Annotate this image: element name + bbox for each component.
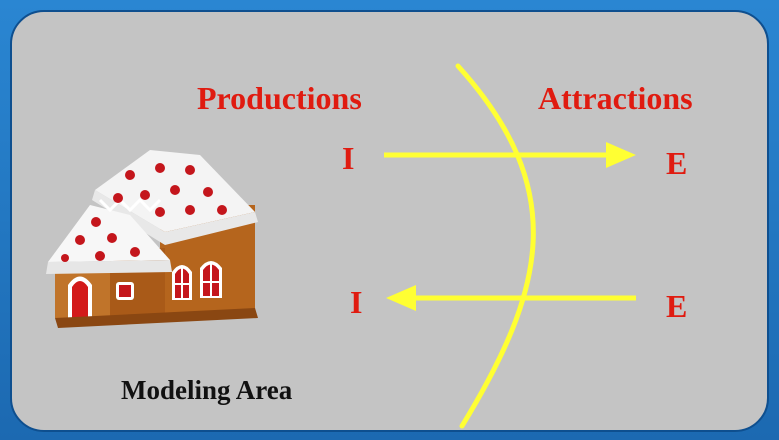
bottom-origin-label: E <box>666 288 688 324</box>
bottom-dest-label: I <box>350 284 363 320</box>
arrow-right <box>384 142 636 168</box>
productions-label: Productions <box>197 80 362 116</box>
top-origin-label: I <box>342 140 355 176</box>
gingerbread-house-icon <box>46 150 258 328</box>
top-dest-label: E <box>666 145 688 181</box>
attractions-label: Attractions <box>538 80 693 116</box>
arrow-left <box>386 285 636 311</box>
boundary-curve <box>455 63 536 429</box>
modeling-area-label: Modeling Area <box>121 375 293 405</box>
